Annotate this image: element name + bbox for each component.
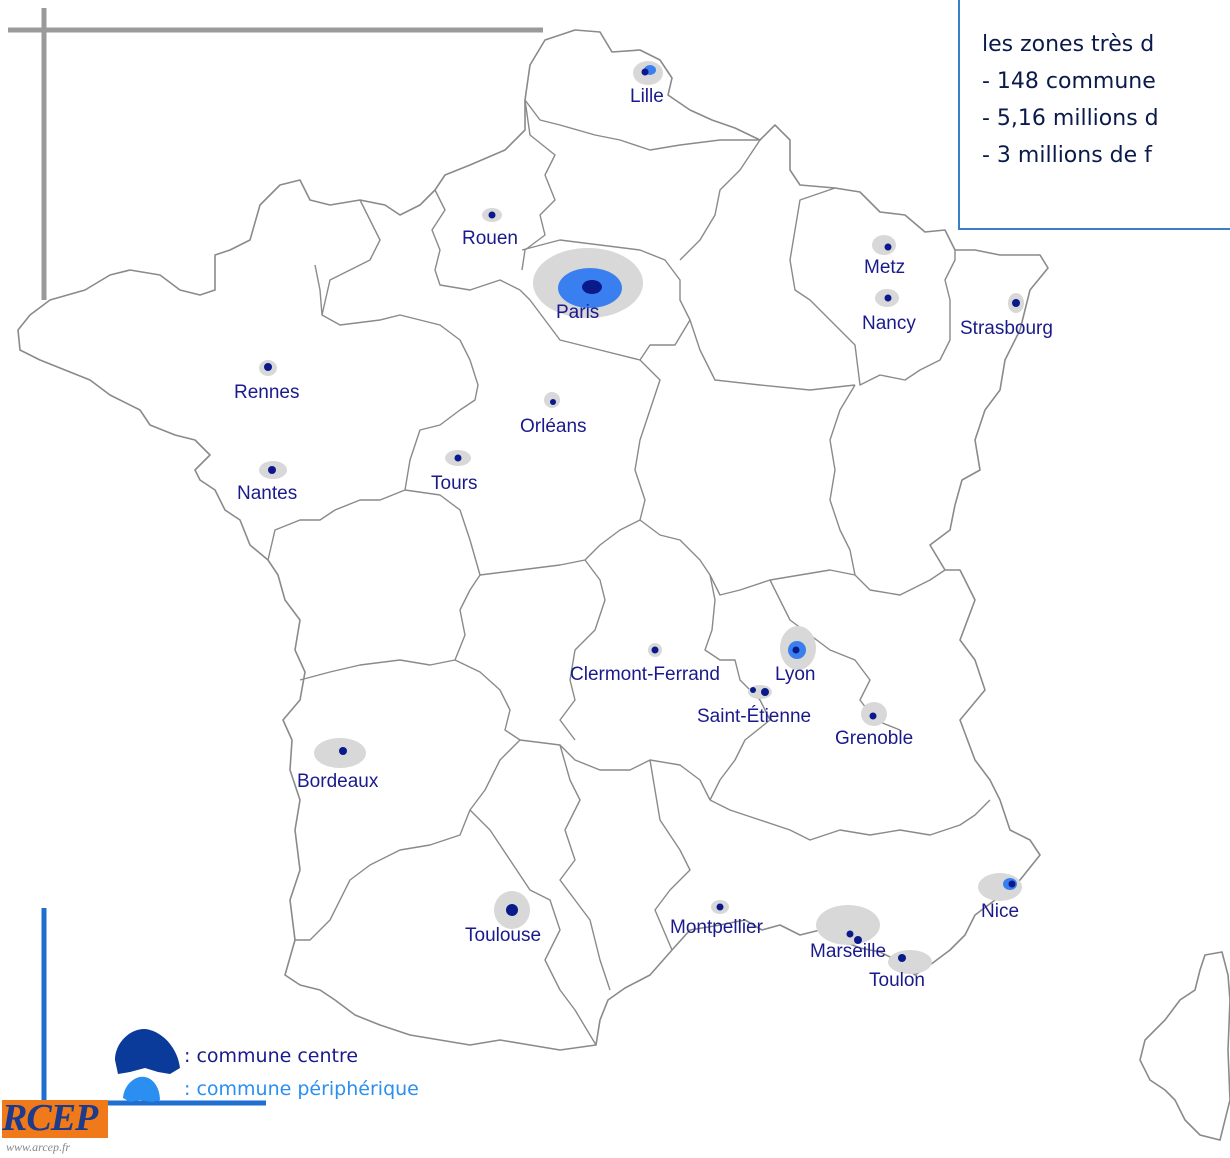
- city-label-nancy: Nancy: [862, 313, 916, 334]
- info-line: - 5,16 millions d: [982, 106, 1159, 131]
- zone-marseille: [816, 905, 880, 945]
- zone-lille: [633, 61, 663, 85]
- city-labels: Lille Rouen Paris Metz Nancy Strasbourg …: [234, 86, 1053, 991]
- city-label-lille: Lille: [630, 86, 664, 107]
- gray-corner-frame: [8, 8, 543, 300]
- urban-zones: [259, 61, 1024, 974]
- city-label-grenoble: Grenoble: [835, 728, 913, 749]
- zone-lyon: [780, 626, 816, 670]
- zone-paris: [533, 248, 643, 318]
- city-label-lyon: Lyon: [775, 664, 816, 685]
- zone-clermont: [648, 643, 662, 657]
- city-label-rouen: Rouen: [462, 228, 518, 249]
- zone-toulouse: [494, 891, 530, 929]
- legend-centre-shape: [115, 1029, 180, 1074]
- corsica-outline: [1139, 951, 1230, 1141]
- city-label-metz: Metz: [864, 257, 905, 278]
- legend-shapes: [115, 1029, 180, 1102]
- legend-peripherique-label: : commune périphérique: [184, 1078, 419, 1100]
- city-label-strasbourg: Strasbourg: [960, 318, 1053, 339]
- city-label-clermont-ferrand: Clermont-Ferrand: [570, 664, 720, 685]
- zone-toulon: [888, 950, 932, 974]
- arcep-logo: RCEP www.arcep.fr: [2, 1100, 108, 1158]
- zone-saint-etienne: [748, 685, 772, 699]
- info-box: les zones très d - 148 commune - 5,16 mi…: [958, 0, 1230, 230]
- city-label-montpellier: Montpellier: [670, 917, 764, 938]
- zone-nice: [978, 873, 1022, 901]
- info-line: - 3 millions de f: [982, 143, 1152, 168]
- city-label-toulouse: Toulouse: [465, 925, 541, 946]
- zone-metz: [872, 235, 896, 255]
- blue-corner-frame: [41, 908, 266, 1106]
- legend-centre-label: : commune centre: [184, 1045, 359, 1067]
- region-borders: [267, 99, 991, 1046]
- info-line: - 148 commune: [982, 69, 1156, 94]
- zone-montpellier: [711, 900, 729, 914]
- zone-nancy: [875, 289, 899, 307]
- city-label-nice: Nice: [981, 901, 1019, 922]
- city-label-rennes: Rennes: [234, 382, 300, 403]
- zone-orleans: [544, 392, 560, 408]
- zone-bordeaux: [314, 738, 366, 768]
- zone-nantes: [259, 461, 287, 479]
- logo-band: [2, 1100, 108, 1138]
- zone-strasbourg: [1008, 293, 1024, 313]
- zone-grenoble: [861, 702, 887, 726]
- logo-url: www.arcep.fr: [6, 1140, 71, 1154]
- logo-text: RCEP: [2, 1100, 98, 1139]
- zone-rouen: [482, 208, 502, 222]
- zone-tours: [445, 450, 471, 466]
- city-label-bordeaux: Bordeaux: [297, 771, 379, 792]
- city-label-nantes: Nantes: [237, 483, 297, 504]
- city-label-marseille: Marseille: [810, 941, 886, 962]
- city-label-toulon: Toulon: [869, 970, 925, 991]
- city-label-orleans: Orléans: [520, 416, 587, 437]
- city-label-saint-etienne: Saint-Étienne: [697, 706, 811, 727]
- legend-peripherique-shape: [123, 1076, 160, 1102]
- info-line: les zones très d: [982, 32, 1155, 57]
- zone-rennes: [259, 360, 277, 376]
- city-label-tours: Tours: [431, 473, 477, 494]
- france-outline: [17, 29, 1049, 1051]
- city-label-paris: Paris: [556, 302, 599, 323]
